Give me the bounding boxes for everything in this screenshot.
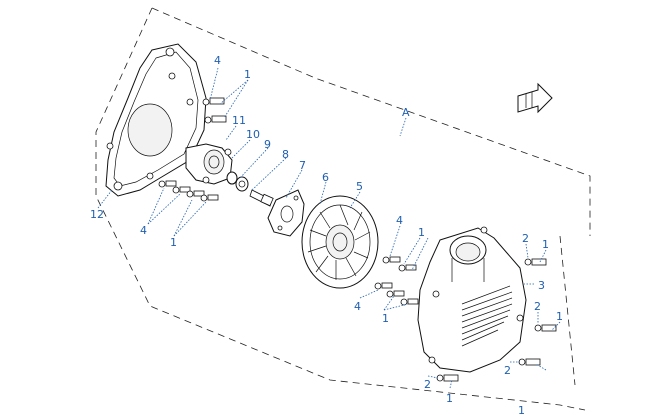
callout-10: 10 xyxy=(246,128,260,141)
callout-5: 5 xyxy=(356,180,363,193)
callout-12: 12 xyxy=(90,208,104,221)
bolt-group-mid-upper xyxy=(382,256,417,272)
callout-1: 1 xyxy=(170,236,177,249)
center-bolt xyxy=(249,189,274,207)
callout-7: 7 xyxy=(299,159,306,172)
callout-4: 4 xyxy=(396,214,403,227)
callout-11: 11 xyxy=(232,114,246,127)
callout-4: 4 xyxy=(140,224,147,237)
callout-2: 2 xyxy=(424,378,431,391)
callout-1: 1 xyxy=(542,238,549,251)
bolt-group-mid-lower xyxy=(374,282,419,306)
flange-plate xyxy=(267,189,305,237)
callout-1: 1 xyxy=(418,226,425,239)
callout-1: 1 xyxy=(518,404,525,415)
callout-2: 2 xyxy=(522,232,529,245)
callout-1: 1 xyxy=(556,310,563,323)
callout-8: 8 xyxy=(282,148,289,161)
washer-set xyxy=(226,171,249,192)
cooling-fan xyxy=(301,195,379,289)
callout-6: 6 xyxy=(322,171,329,184)
callout-2: 2 xyxy=(534,300,541,313)
callout-a: A xyxy=(402,106,410,119)
bearing-housing xyxy=(185,143,233,185)
bolt-group-lower-left xyxy=(158,180,219,202)
callout-1: 1 xyxy=(382,312,389,325)
callout-1: 1 xyxy=(446,392,453,405)
shroud-grille xyxy=(461,285,513,347)
callout-3: 3 xyxy=(538,279,545,292)
callout-labels: A 4 1 11 10 9 8 7 6 5 12 4 1 4 1 4 1 2 1… xyxy=(90,54,563,415)
bolt-group-right xyxy=(436,258,557,382)
front-direction-arrow-icon xyxy=(517,82,553,114)
leader-lines xyxy=(97,67,561,389)
fan-shroud xyxy=(417,226,527,373)
callout-4: 4 xyxy=(214,54,221,67)
bolt-group-upper-left xyxy=(202,97,227,124)
callout-9: 9 xyxy=(264,138,271,151)
callout-1: 1 xyxy=(244,68,251,81)
callout-2: 2 xyxy=(504,364,511,377)
assembly-boundary xyxy=(95,7,591,411)
left-cover-plate xyxy=(105,43,207,197)
callout-4: 4 xyxy=(354,300,361,313)
fastener-bolts xyxy=(158,97,557,382)
